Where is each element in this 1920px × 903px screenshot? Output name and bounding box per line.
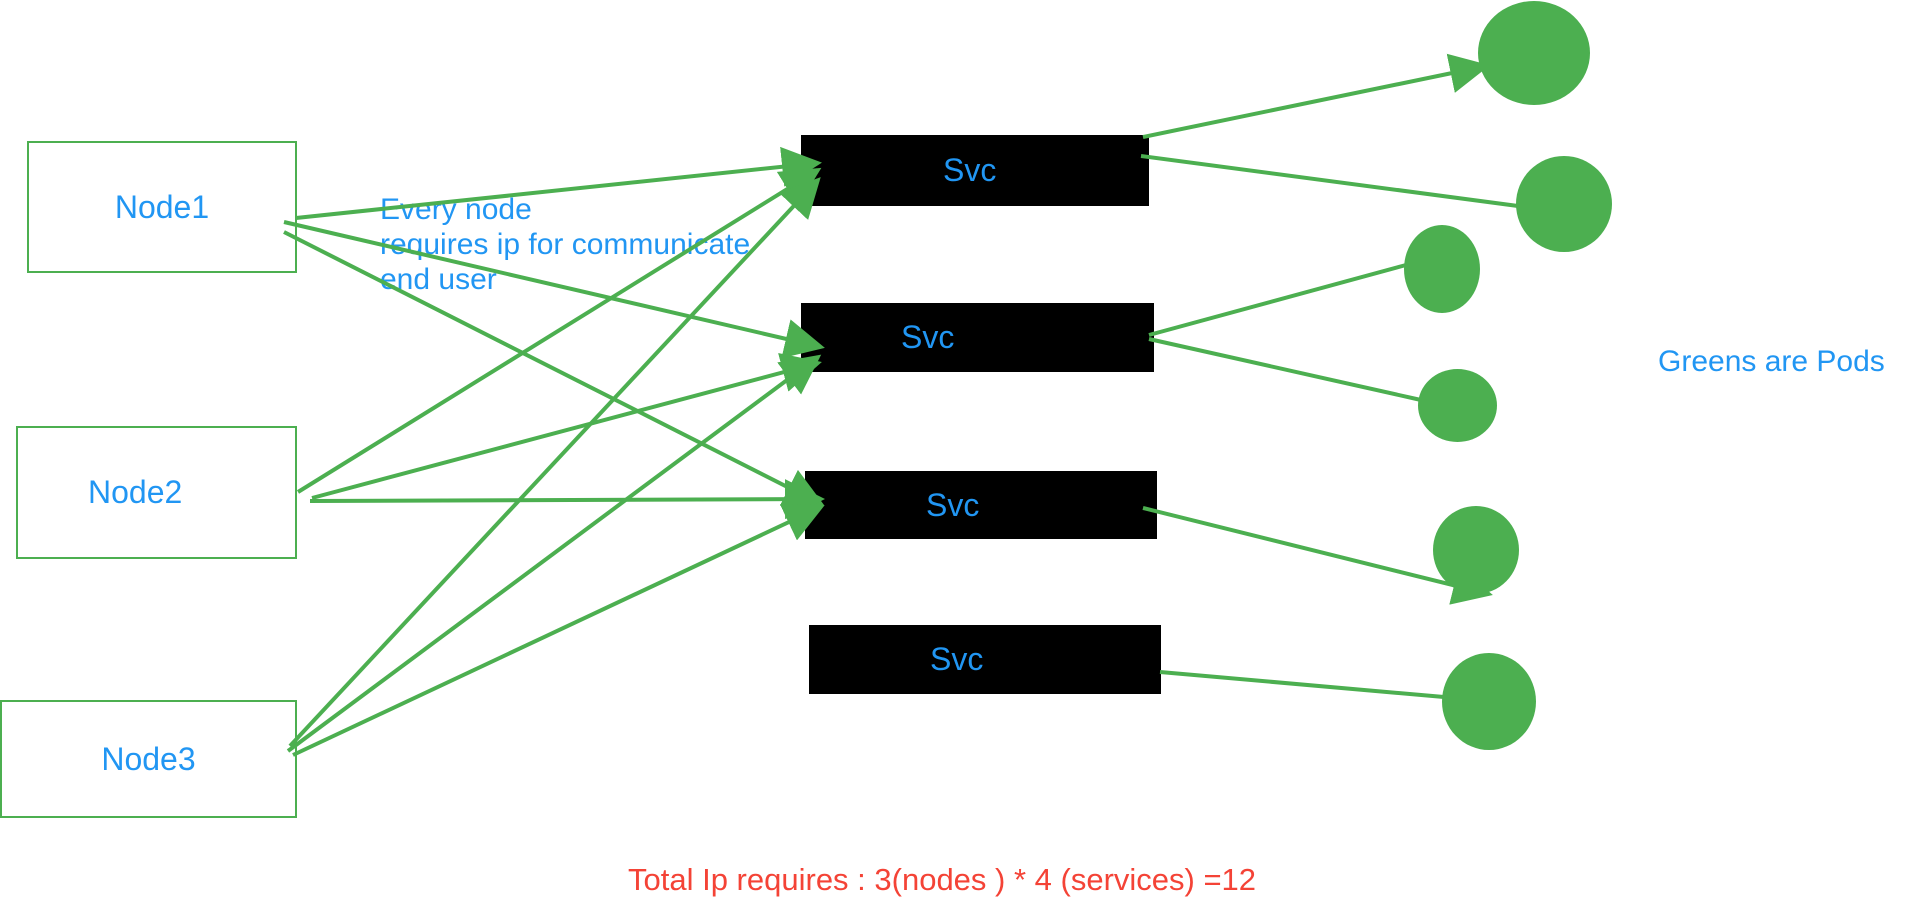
edge-node1-svc3 — [283, 230, 825, 506]
pod-circle — [1516, 156, 1612, 252]
service-box: Svc — [805, 471, 1157, 539]
service-label: Svc — [930, 641, 984, 677]
edge-svc3-pod5 — [1142, 506, 1493, 605]
node-label: Node2 — [88, 474, 183, 510]
edge-node2-svc3 — [309, 479, 825, 520]
edge-svc1-pod1 — [1142, 53, 1490, 139]
edge-svc2-pod3 — [1148, 263, 1407, 337]
node-label: Node3 — [101, 740, 196, 777]
note-line: requires ip for communicate — [380, 228, 751, 261]
edge-node1-svc1 — [295, 146, 822, 220]
edge-node3-svc3 — [292, 504, 825, 757]
service-label: Svc — [943, 152, 997, 188]
note-line: Every node — [380, 193, 532, 226]
pod-circle — [1418, 369, 1497, 442]
service-box: Svc — [801, 303, 1154, 372]
total-calculation: Total Ip requires : 3(nodes ) * 4 (servi… — [628, 862, 1257, 897]
edge-node2-svc2 — [311, 352, 822, 500]
edge-svc1-pod2 — [1140, 154, 1519, 208]
edge-node3-svc2 — [286, 354, 822, 753]
service-box: Svc — [801, 135, 1149, 206]
node-box: Node1 — [27, 141, 297, 273]
pod-circle — [1478, 1, 1590, 105]
pod-circle — [1442, 653, 1536, 750]
edge-svc2-pod4 — [1148, 337, 1422, 402]
node-box: Node2 — [16, 426, 297, 559]
pod-circle — [1404, 225, 1480, 313]
service-label: Svc — [901, 319, 955, 355]
node-label: Node1 — [114, 188, 210, 225]
edge-node1-svc2 — [283, 220, 825, 359]
edge-svc4-pod6 — [1159, 670, 1445, 699]
edge-node3-svc1 — [288, 177, 821, 748]
node-box: Node3 — [0, 700, 297, 818]
edge-node2-svc1 — [296, 167, 822, 494]
service-box: Svc — [809, 625, 1161, 694]
legend-text: Greens are Pods — [1658, 345, 1885, 378]
annotation-note: Every node requires ip for communicate e… — [380, 192, 750, 297]
pod-circle — [1433, 506, 1519, 594]
service-label: Svc — [926, 486, 980, 523]
